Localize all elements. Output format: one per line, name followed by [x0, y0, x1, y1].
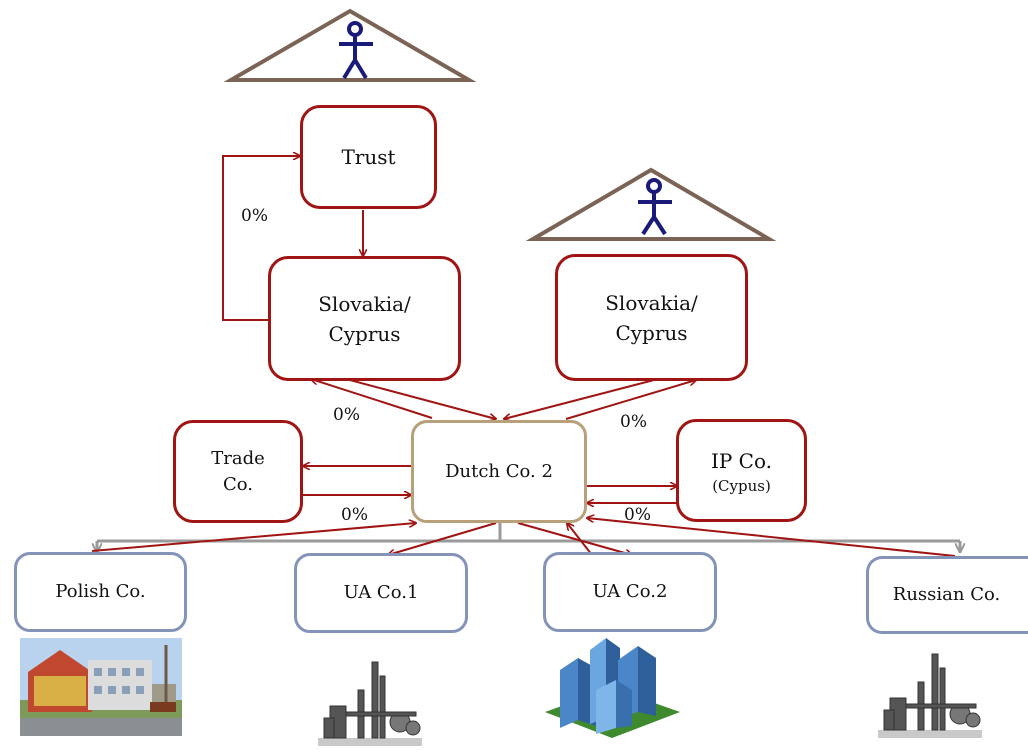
- industrial-plant-icon: [318, 661, 422, 746]
- arrow-dutch-to-ua2: [517, 522, 632, 555]
- arrow-slovakia-right-to-dutch: [504, 379, 655, 419]
- owner-roof-right: [525, 167, 777, 241]
- factory-building-image: [20, 638, 182, 736]
- person-icon: [638, 178, 672, 236]
- node-dutch-label: Dutch Co. 2: [445, 460, 553, 482]
- node-trade-label: Trade Co.: [211, 447, 265, 495]
- node-ua2-label: UA Co.2: [592, 581, 668, 602]
- arrow-slovakia-left-to-dutch: [345, 378, 496, 419]
- node-slovakia-right-label: Slovakia/ Cyprus: [605, 290, 698, 345]
- node-ua1-label: UA Co.1: [343, 582, 419, 603]
- owner-roof-left: [223, 8, 477, 82]
- node-trust: Trust: [300, 105, 437, 209]
- node-russian-label: Russian Co.: [892, 584, 1001, 605]
- node-ua-co1: UA Co.1: [294, 553, 468, 633]
- node-ip-label: IP Co.: [710, 448, 773, 473]
- arrow-dutch-to-ua1: [388, 522, 497, 555]
- node-slovakia-cyprus-left: Slovakia/ Cyprus: [268, 256, 461, 381]
- node-ip-co: IP Co. (Cypus): [676, 419, 807, 522]
- arrow-slovakia-to-trust: [222, 156, 300, 321]
- percent-slovakia-left: 0%: [333, 405, 360, 425]
- arrow-russian-to-dutch: [587, 518, 956, 557]
- node-trust-label: Trust: [341, 145, 396, 169]
- node-ip-sublabel: (Cypus): [712, 476, 771, 495]
- industrial-plant-icon: [878, 653, 982, 738]
- node-dutch-co-2: Dutch Co. 2: [411, 420, 587, 523]
- node-trade-co: Trade Co.: [173, 420, 303, 523]
- percent-trade: 0%: [341, 505, 368, 525]
- node-ua-co2: UA Co.2: [543, 552, 717, 632]
- arrow-dutch-to-slovakia-left: [311, 379, 433, 419]
- node-russian-co: Russian Co.: [866, 556, 1028, 634]
- arrow-dutch-to-slovakia-right: [565, 380, 696, 420]
- percent-ip: 0%: [624, 505, 651, 525]
- percent-trust-loop: 0%: [241, 206, 268, 226]
- node-slovakia-left-label: Slovakia/ Cyprus: [318, 291, 411, 346]
- arrow-polish-to-dutch: [91, 523, 416, 552]
- percent-slovakia-right: 0%: [620, 412, 647, 432]
- office-towers-icon: [545, 638, 680, 738]
- arrow-ua2-to-dutch: [567, 523, 593, 556]
- person-icon: [339, 21, 373, 80]
- node-polish-label: Polish Co.: [55, 581, 146, 602]
- node-polish-co: Polish Co.: [14, 552, 187, 632]
- node-slovakia-cyprus-right: Slovakia/ Cyprus: [555, 254, 748, 381]
